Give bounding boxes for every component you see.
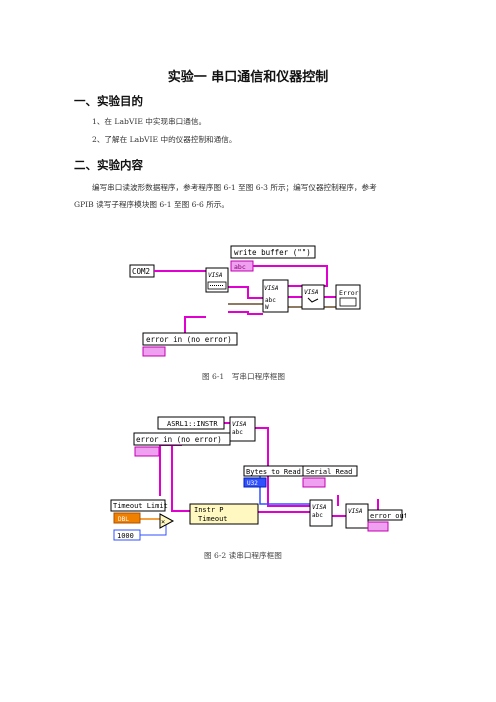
section-heading-purpose: 一、实验目的 [74, 94, 143, 108]
error-handler-node [335, 284, 361, 310]
resource-label: ASRL1::INSTR [167, 420, 218, 428]
const-1000: 1000 [117, 532, 134, 540]
wires-fig1 [154, 265, 336, 337]
serial-read-label: Serial Read [306, 468, 352, 476]
timeout-limit-label: Timeout Limit [113, 502, 168, 510]
error-in-control [142, 332, 238, 346]
visa-open-node [229, 416, 256, 442]
error-out-indicator [367, 509, 403, 521]
visa-close-node [301, 284, 325, 310]
write-buffer-control [230, 245, 316, 259]
visa-label: VISA [208, 272, 223, 279]
error-cluster-terminal [142, 346, 166, 357]
svg-text:VISA: VISA [312, 504, 327, 511]
figure1-caption: 图 6-1 写串口程序框图 [202, 372, 285, 381]
error-in-control [133, 432, 231, 446]
svg-text:DBL: DBL [118, 516, 129, 523]
error-in-label: error in (no error) [146, 335, 232, 344]
timeout-limit-control [110, 499, 166, 512]
visa-write-node [262, 279, 289, 313]
property-node [189, 503, 259, 525]
svg-text:VISA: VISA [304, 289, 319, 296]
content-paragraph-line1: 编写串口读波形数据程序，参考程序图 6-1 至图 6-3 所示；编写仪器控制程序… [92, 183, 377, 192]
svg-text:U32: U32 [247, 480, 258, 487]
write-buffer-label: write buffer ("") [234, 248, 311, 257]
purpose-item-2: 2、了解在 LabVIE 中的仪器控制和通信。 [92, 135, 237, 144]
com-port-label: COM2 [132, 267, 150, 276]
svg-text:VISA: VISA [348, 508, 363, 515]
svg-text:abc: abc [265, 297, 276, 304]
svg-text:abc: abc [312, 512, 323, 519]
serial-read-indicator [302, 465, 358, 477]
bytes-to-read-label: Bytes to Read [246, 468, 301, 476]
error-out-label: error out [370, 512, 406, 520]
figure-read-serial-diagram: ASRL1::INSTR VISA abc error in (no error… [110, 416, 406, 541]
error-tag: Error [339, 289, 359, 297]
error-in-label: error in (no error) [136, 435, 222, 444]
visa-resource-control [157, 416, 225, 430]
page-title: 实验一 串口通信和仪器控制 [167, 70, 329, 85]
svg-text:VISA: VISA [264, 285, 279, 292]
svg-text:Timeout: Timeout [198, 515, 228, 523]
content-paragraph-line2: GPIB 读写子程序模块图 6-1 至图 6-6 所示。 [74, 200, 229, 209]
svg-text:W: W [265, 304, 269, 311]
svg-text:Instr P: Instr P [194, 506, 224, 514]
section-heading-content: 二、实验内容 [74, 158, 143, 172]
svg-text:VISA: VISA [232, 421, 247, 428]
svg-text:×: × [161, 518, 165, 526]
figure-write-serial-diagram: write buffer ("") abc COM2 VISA VISA abc… [129, 245, 361, 357]
visa-read-node [309, 499, 333, 527]
purpose-item-1: 1、在 LabVIE 中实现串口通信。 [92, 117, 207, 126]
abc-tag: abc [234, 263, 246, 271]
figure2-caption: 图 6-2 读串口程序框图 [204, 551, 282, 560]
svg-text:abc: abc [232, 429, 243, 436]
